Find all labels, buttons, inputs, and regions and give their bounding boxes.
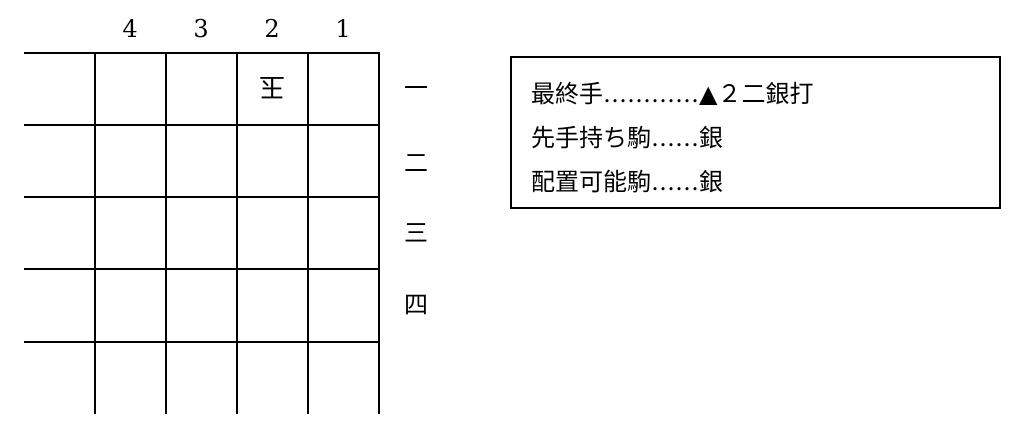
last-move-text: 最終手…………▲２二銀打 <box>531 80 814 108</box>
placeable-pieces-text: 配置可能駒……銀 <box>531 168 723 196</box>
board-line-h3 <box>24 196 380 198</box>
board-line-v3 <box>236 52 238 414</box>
board-line-h4 <box>24 268 380 270</box>
row-label-1: 一 <box>404 74 428 102</box>
column-label-2: 2 <box>264 15 280 43</box>
board-line-h5 <box>24 341 380 343</box>
problem-info-box: 最終手…………▲２二銀打 先手持ち駒……銀 配置可能駒……銀 <box>510 56 1001 209</box>
board-line-h1 <box>24 52 380 54</box>
column-label-4: 4 <box>122 15 138 43</box>
column-label-1: 1 <box>335 15 351 43</box>
gote-king-piece: 玉 <box>259 71 286 102</box>
row-label-4: 四 <box>404 291 428 319</box>
board-line-v2 <box>165 52 167 414</box>
board-line-v1 <box>94 52 96 414</box>
board-line-v5 <box>378 52 380 414</box>
board-line-h2 <box>24 124 380 126</box>
column-label-3: 3 <box>193 15 209 43</box>
sente-hand-text: 先手持ち駒……銀 <box>531 124 723 152</box>
row-label-3: 三 <box>404 219 428 247</box>
board-line-v4 <box>307 52 309 414</box>
row-label-2: 二 <box>404 149 428 177</box>
